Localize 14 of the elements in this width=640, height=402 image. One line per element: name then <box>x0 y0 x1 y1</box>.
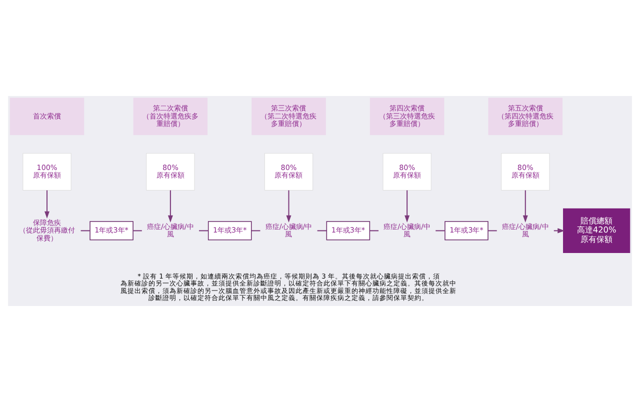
connector <box>251 230 260 232</box>
connector <box>488 230 497 232</box>
arrow <box>522 190 528 222</box>
arrow <box>168 190 173 222</box>
node-box: 賠償總額 高達420% 原有保額 <box>563 208 630 253</box>
arrow <box>44 190 50 219</box>
connector <box>436 230 445 232</box>
connector <box>317 230 326 232</box>
arrow <box>404 190 410 222</box>
connector <box>80 230 90 232</box>
connector <box>133 230 142 232</box>
connector <box>198 230 208 232</box>
connector <box>370 230 379 232</box>
arrow <box>286 190 292 222</box>
